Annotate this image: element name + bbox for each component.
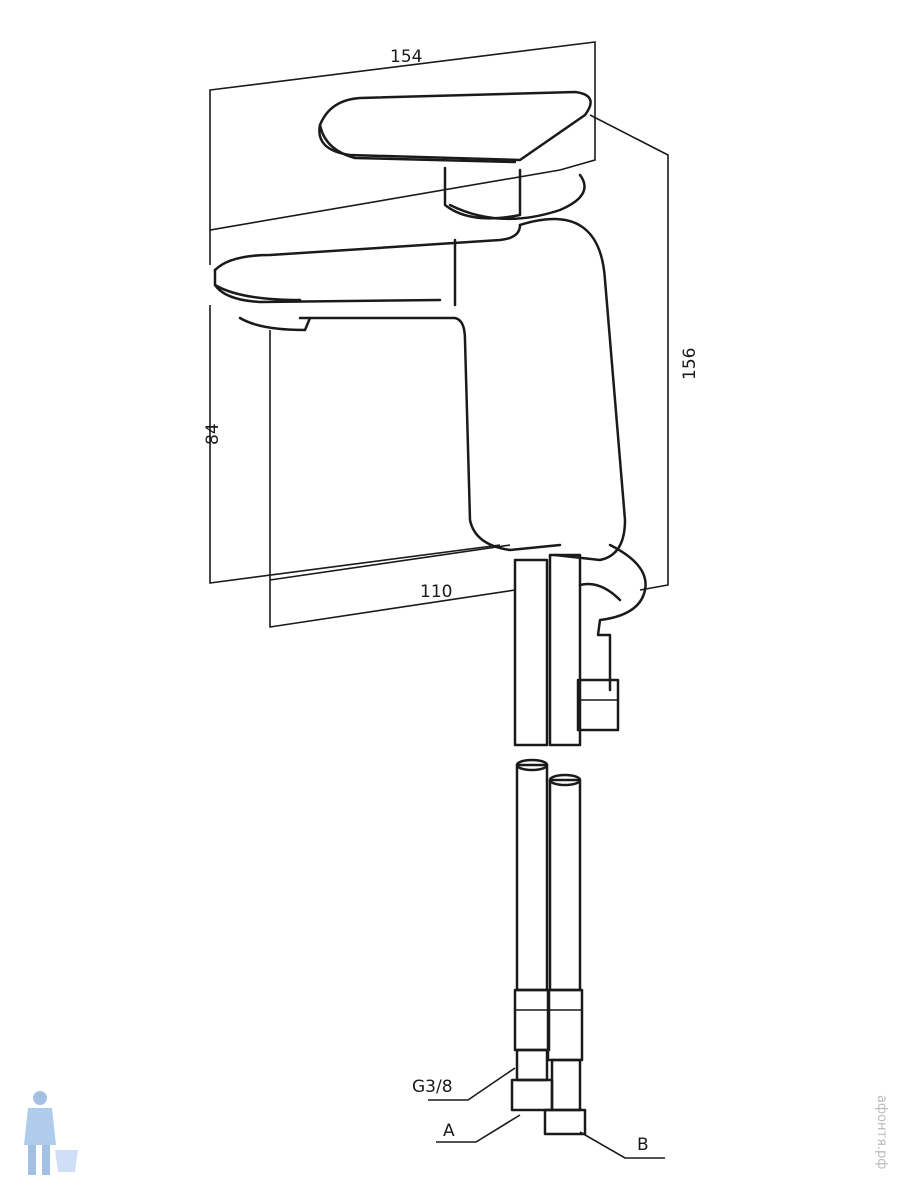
dimension-plane-back [209,41,596,584]
faucet-body [213,90,627,562]
plumber-logo [24,1091,78,1175]
dim-reach-110: 110 [420,582,452,602]
leader-a [436,1114,521,1143]
dimension-plane-front [269,330,516,628]
mounting-bracket [576,543,647,732]
label-hose-a: A [443,1121,455,1141]
leader-g38 [428,1067,516,1101]
label-hose-b: B [637,1135,649,1155]
hose-a-lower [515,758,549,992]
hose-b-upper [548,553,582,747]
fitting-b [543,988,587,1136]
label-thread-g38: G3/8 [412,1077,453,1097]
hose-a-upper [513,558,549,747]
watermark: афонтя.рф [874,1095,889,1169]
leader-b [579,1131,665,1159]
dim-spout-height-84: 84 [203,423,223,445]
dim-width-154: 154 [390,47,422,67]
hose-b-lower [548,773,582,992]
dim-height-156: 156 [680,348,700,380]
dimension-plane-side [589,114,669,591]
fitting-a [510,988,554,1112]
